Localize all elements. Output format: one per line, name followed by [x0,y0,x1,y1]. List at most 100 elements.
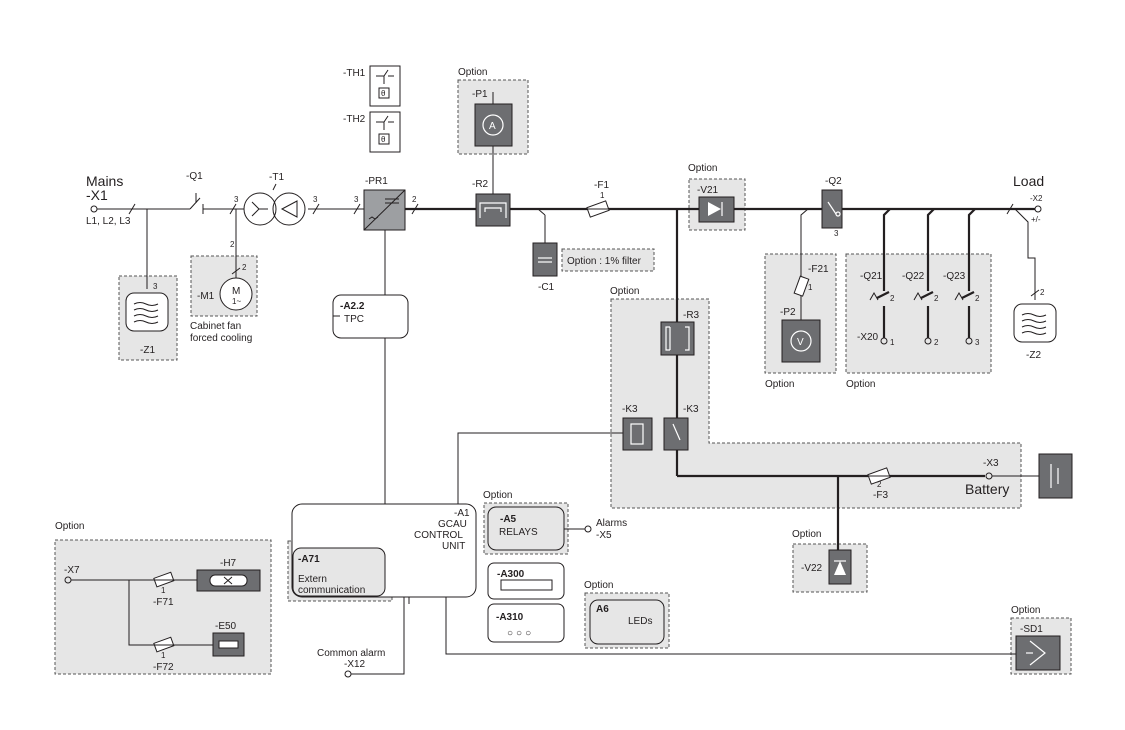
sd1-shutdown-device [1015,635,1061,671]
alarms-label: Alarms [596,518,627,529]
common-alarm-wire [351,597,405,675]
x3-label: -X3 [983,458,999,469]
tpc-label: TPC [344,314,364,325]
gcau-label: GCAU [438,519,467,530]
phases-label: L1, L2, L3 [86,216,131,227]
option-label: Option [610,286,639,297]
p2-voltmeter [781,319,821,363]
relays-label: RELAYS [499,527,538,538]
q21-switch [869,208,891,345]
m1-label: -M1 [197,291,215,302]
h7-label: -H7 [220,558,237,569]
q22-switch [913,208,935,345]
z2-wire [1030,289,1040,297]
x1-label: -X1 [86,187,108,203]
m1-phase: 1~ [232,297,241,306]
a6-label: A6 [596,604,609,615]
q22-pin: 2 [934,294,939,303]
a6-leds [589,599,665,645]
h7-lamp [196,569,261,592]
k3-control-wire [457,432,623,504]
pin-label: 3 [313,195,318,204]
x2-polarity: +/- [1031,215,1041,224]
z1-emc-filter [125,292,169,332]
sd1-label: -SD1 [1020,624,1043,635]
k3-coil [622,417,653,451]
z1-pin: 3 [153,282,158,291]
q23-pin: 2 [975,294,980,303]
a71-label: -A71 [298,554,320,565]
svg-text:θ: θ [381,135,386,144]
mains-label: Mains [86,173,123,189]
f3-label: -F3 [873,490,888,501]
option-label: Option [458,67,487,78]
z1-label: -Z1 [140,345,155,356]
main-bus [90,203,1042,215]
f72-fuse [153,636,175,653]
q21-pin: 2 [890,294,895,303]
c1-capacitor [532,242,558,277]
communication-label: communication [298,585,365,596]
f71-pin: 1 [161,586,166,595]
option-label: Option [792,529,821,540]
r3-label: -R3 [683,310,700,321]
m1-symbol: M [232,286,240,297]
p1-ammeter [474,103,513,147]
p1-label: -P1 [472,89,488,100]
v21-diode [698,196,735,223]
x20-pin: 2 [934,338,939,347]
pin-label: 3 [234,195,239,204]
common-alarm-label: Common alarm [317,648,385,659]
pr1-rectifier [363,189,406,231]
option-area-battery-circuit [610,298,1022,509]
sd1-wire [445,597,1016,655]
r2-reactor [475,193,511,227]
a310-led-dots: ○○○ [507,628,534,639]
option-label: Option [584,580,613,591]
q2-pin: 3 [834,229,839,238]
r2-label: -R2 [472,179,489,190]
x12-label: -X12 [344,659,366,670]
a310-label: -A310 [496,612,524,623]
load-label: Load [1013,173,1044,189]
th1-thermostat: θ [369,65,401,107]
x12-terminal [344,670,352,678]
cabinet-fan-label: forced cooling [190,333,252,344]
x7-wire [128,580,154,646]
z2-pin: 2 [1040,288,1045,297]
f21-label: -F21 [808,264,829,275]
x5-label: -X5 [596,530,612,541]
t1-transformer [243,183,306,226]
a300-display [487,562,565,600]
f3-pin: 2 [877,480,882,489]
p2-label: -P2 [780,307,796,318]
f72-label: -F72 [153,662,174,673]
q21-label: -Q21 [860,271,883,282]
option-label: Option [688,163,717,174]
z2-label: -Z2 [1026,350,1041,361]
r3-reactor [660,321,695,356]
x20-pin: 1 [890,338,895,347]
a22-tpc-box [332,294,409,339]
p2-symbol: V [797,337,804,348]
filter-option-label: Option : 1% filter [567,256,642,267]
option-label: Option [1011,605,1040,616]
f1-pin: 1 [600,191,605,200]
v22-diode [828,549,852,585]
z2-wire [1014,208,1036,300]
th1-label: -TH1 [343,68,366,79]
f21-fuse [793,275,810,297]
f1-label: -F1 [594,180,609,191]
x20-pin: 3 [975,338,980,347]
a71-extern-communication [292,547,386,597]
extern-label: Extern [298,574,327,585]
x20-label: -X20 [857,332,879,343]
f72-pin: 1 [161,651,166,660]
pin-label: 2 [412,195,417,204]
option-label: Option [765,379,794,390]
th2-thermostat: θ [369,111,401,153]
q23-label: -Q23 [943,271,966,282]
p1-symbol: A [489,121,496,132]
q2-switch [821,189,843,229]
